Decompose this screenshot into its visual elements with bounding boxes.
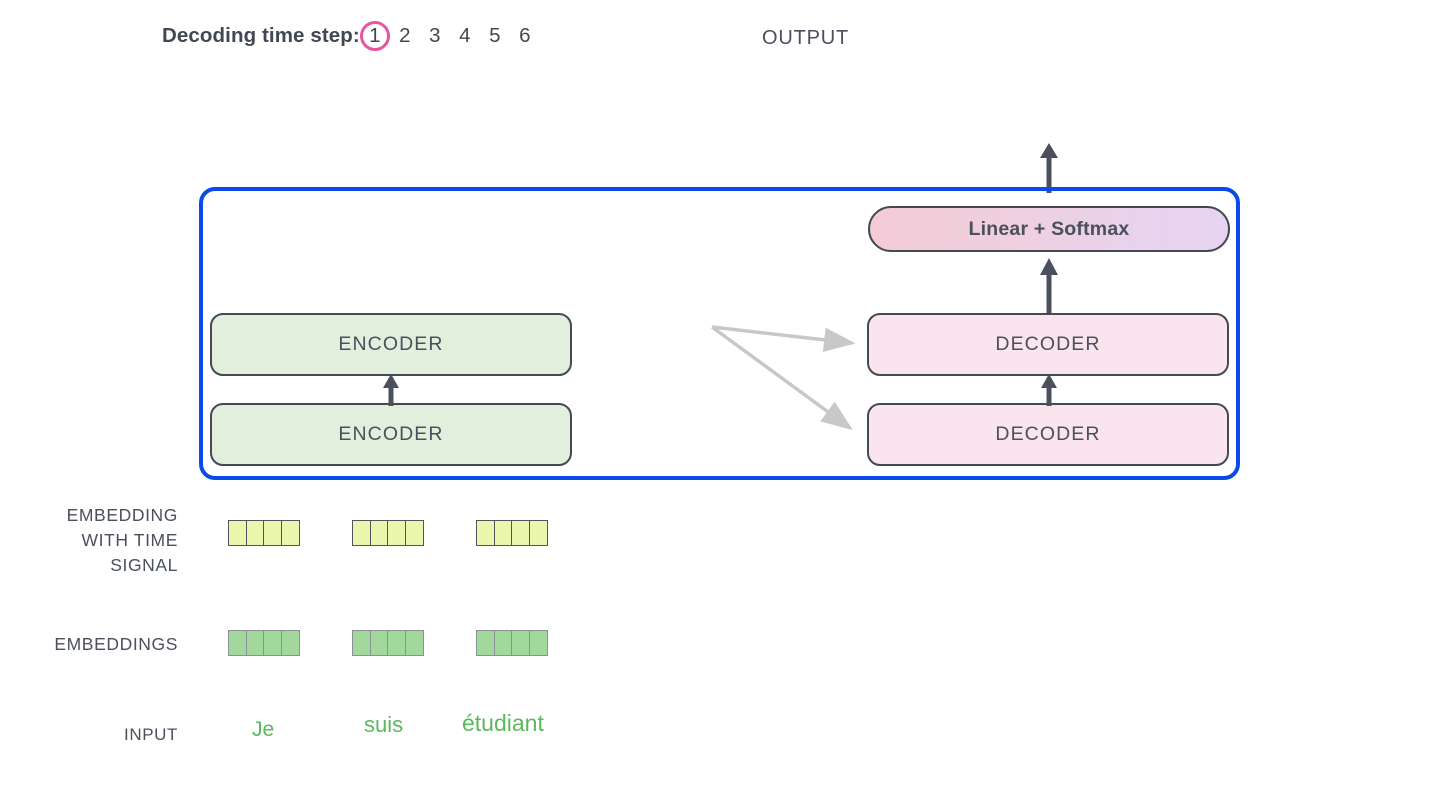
cell (280, 520, 300, 546)
cell (245, 520, 265, 546)
label-line-1: EMBEDDING (66, 505, 178, 525)
cell (369, 520, 389, 546)
time-signal-cells-token-2 (352, 520, 424, 546)
cell (228, 520, 247, 546)
cell (404, 520, 424, 546)
cell (387, 520, 406, 546)
input-label: INPUT (124, 725, 178, 744)
cell (263, 630, 282, 656)
encoder-box-top[interactable]: ENCODER (210, 313, 572, 376)
linear-softmax-box[interactable]: Linear + Softmax (868, 206, 1230, 252)
cell (511, 520, 530, 546)
embedding-with-time-signal-label: EMBEDDING WITH TIME SIGNAL (0, 503, 178, 578)
encoder-box-bottom[interactable]: ENCODER (210, 403, 572, 466)
decoding-timestep-row: Decoding time step: 1 2 3 4 5 6 (162, 20, 540, 52)
embeddings-label: EMBEDDINGS (54, 634, 178, 654)
time-signal-cells-token-3 (476, 520, 548, 546)
cell (352, 630, 371, 656)
decoder-to-decoder-arrow-icon (1036, 374, 1062, 406)
timestep-value: 1 (369, 24, 381, 47)
decoding-timestep-label: Decoding time step: (162, 24, 360, 47)
time-signal-cells-token-1 (228, 520, 300, 546)
cell (528, 630, 548, 656)
cell (511, 630, 530, 656)
cell (493, 630, 513, 656)
transformer-model-container (199, 187, 1240, 480)
input-token-1: Je (252, 718, 275, 741)
cell (493, 520, 513, 546)
timestep-option-6[interactable]: 6 (519, 24, 531, 47)
output-label: OUTPUT (762, 27, 850, 49)
decoder-box-top[interactable]: DECODER (867, 313, 1229, 376)
label-line-3: SIGNAL (110, 555, 178, 575)
cell (404, 630, 424, 656)
decoder-box-bottom[interactable]: DECODER (867, 403, 1229, 466)
timestep-option-3[interactable]: 3 (429, 24, 441, 47)
cell (528, 520, 548, 546)
encoder-to-encoder-arrow-icon (378, 374, 404, 406)
embedding-cells-token-3 (476, 630, 548, 656)
timestep-option-1[interactable]: 1 (359, 21, 390, 51)
input-token-2: suis (364, 712, 404, 737)
cell (369, 630, 389, 656)
cell (228, 630, 247, 656)
encoder-decoder-attention-arrows-icon (700, 315, 880, 445)
decoder-to-softmax-arrow-icon (1036, 258, 1062, 314)
timestep-option-4[interactable]: 4 (459, 24, 471, 47)
timestep-option-5[interactable]: 5 (489, 24, 501, 47)
label-line-2: WITH TIME (81, 530, 178, 550)
cell (280, 630, 300, 656)
cell (387, 630, 406, 656)
output-arrow-icon (1036, 143, 1062, 193)
cell (352, 520, 371, 546)
embedding-cells-token-2 (352, 630, 424, 656)
cell (476, 520, 495, 546)
cell (263, 520, 282, 546)
cell (476, 630, 495, 656)
input-token-3: étudiant (462, 710, 544, 736)
active-step-circle-icon (359, 21, 390, 51)
embedding-cells-token-1 (228, 630, 300, 656)
cell (245, 630, 265, 656)
timestep-option-2[interactable]: 2 (399, 24, 411, 47)
